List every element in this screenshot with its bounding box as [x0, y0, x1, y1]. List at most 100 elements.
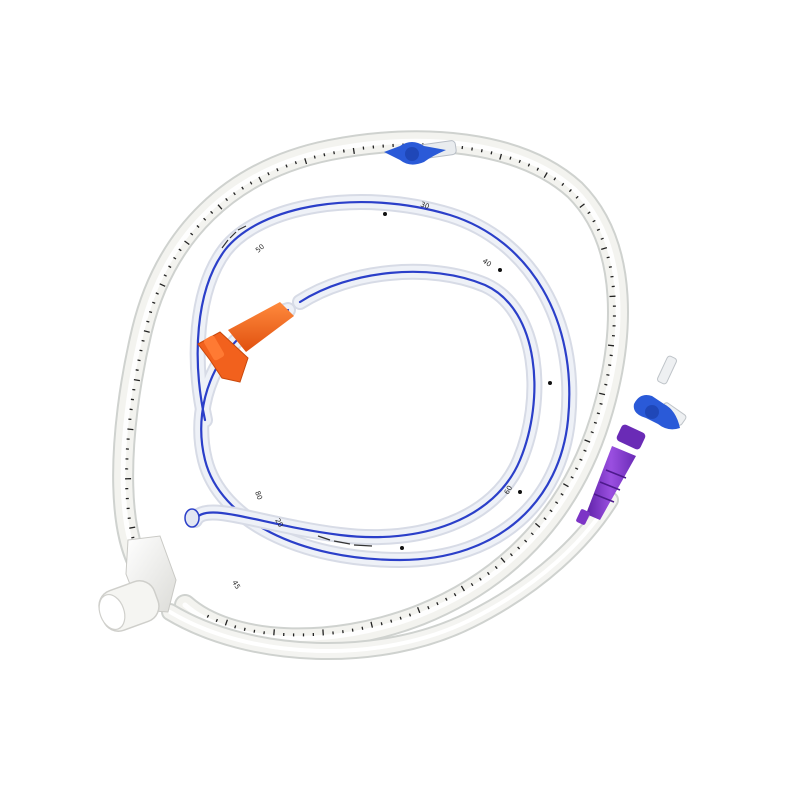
outer-tube-tick	[139, 349, 143, 352]
outer-tube-tick	[470, 582, 474, 587]
outer-tube-tick	[141, 339, 145, 342]
outer-tube-tick	[601, 246, 608, 251]
outer-tube-tick	[217, 204, 223, 210]
outer-tube-tick	[527, 163, 531, 167]
outer-tube-tick	[159, 283, 166, 287]
outer-tube-tick	[155, 292, 159, 295]
lower-tube	[161, 491, 619, 661]
outer-tube-tick	[606, 256, 610, 259]
inner-tube-dot	[383, 212, 387, 216]
outer-tube-tick	[342, 149, 345, 153]
luer-cap	[616, 424, 646, 450]
outer-tube-tick	[361, 626, 364, 630]
stopcock-tube-top	[657, 355, 677, 385]
outer-tube-tick	[152, 301, 156, 304]
outer-tube-tick	[480, 149, 483, 153]
outer-tube-tick	[524, 539, 528, 543]
outer-tube-tick	[137, 359, 141, 362]
outer-tube-tick	[509, 553, 513, 557]
outer-tube-tick	[543, 517, 547, 521]
outer-tube-tick	[168, 265, 172, 269]
outer-tube-tick	[579, 203, 585, 209]
luer-body	[586, 446, 636, 520]
outer-tube-tick	[241, 186, 244, 190]
outer-tube-tick	[579, 458, 583, 461]
outer-tube-tick	[352, 147, 355, 154]
outer-tube-tick	[234, 625, 237, 629]
outer-tube-tick	[380, 622, 383, 626]
outer-tube-tick	[599, 402, 603, 405]
outer-tube-tick	[131, 536, 135, 539]
inner-tube-dot	[400, 546, 404, 550]
luer-connector-icon	[576, 424, 646, 525]
outer-tube-tick	[267, 172, 270, 176]
outer-tube-tick	[184, 240, 190, 246]
inner-tube-label: 20	[273, 517, 284, 529]
outer-tube-tick	[596, 412, 600, 415]
outer-tube-tick	[285, 164, 288, 168]
outer-tube-tick	[427, 606, 430, 610]
stopcock-hub	[405, 147, 419, 161]
outer-tube-tick	[478, 577, 482, 581]
outer-tube-tick	[416, 607, 421, 614]
outer-tube-tick	[224, 619, 229, 626]
outer-tube-tick	[178, 248, 182, 252]
outer-tube-tick	[509, 156, 512, 160]
outer-tube-label: 45	[230, 579, 241, 591]
outer-tube-tick	[127, 428, 134, 431]
outer-tube-tick	[590, 431, 594, 434]
inner-tube-label: 80	[253, 490, 264, 501]
stopcock-hub	[645, 405, 659, 419]
outer-tube-tick	[536, 167, 539, 171]
outer-tube-tick	[490, 151, 493, 155]
outer-tube-tick	[608, 364, 612, 367]
outer-tube-tick	[592, 219, 596, 223]
outer-tube-tick	[351, 628, 354, 632]
outer-tube-tick	[568, 188, 572, 193]
outer-tube-tick	[233, 192, 236, 196]
inner-tube-outer-loop-fill	[191, 196, 576, 567]
inner-tube-print	[221, 225, 373, 547]
inner-tube-label: 60	[503, 484, 514, 496]
luer-tip	[576, 509, 590, 525]
luer-ribs	[593, 469, 627, 503]
outer-tube-tick	[323, 153, 326, 157]
outer-tube-tick	[583, 449, 587, 452]
inner-tube-inner-loop	[187, 263, 543, 546]
outer-tube-tick	[370, 621, 374, 628]
inner-tube: 50 40 30 20 80 60	[184, 194, 578, 569]
funnel-tab	[203, 335, 225, 361]
outer-tube-tick	[304, 158, 308, 165]
outer-tube-tick	[276, 168, 279, 172]
elbow-connector-icon	[98, 535, 177, 632]
outer-tube-tick	[534, 522, 541, 528]
outer-tube-tick	[460, 585, 465, 592]
outer-tube-tick	[135, 369, 139, 371]
outer-tube-tick	[399, 616, 402, 620]
outer-tube-tick	[215, 618, 218, 623]
outer-tube-tick	[333, 151, 335, 155]
outer-tube-tick	[471, 147, 473, 151]
inner-tube-outer-loop-stripe	[196, 200, 571, 562]
outer-tube-tick	[243, 627, 246, 631]
inner-tube-label: 30	[419, 200, 430, 211]
outer-tube-tick	[445, 597, 448, 601]
outer-tube-tick	[517, 546, 521, 550]
outer-tube-tick	[313, 155, 316, 159]
inner-tube-dot	[518, 490, 522, 494]
outer-tube-tick	[173, 256, 177, 260]
elbow-cap-end	[98, 593, 126, 631]
lower-tube-highlight	[168, 498, 612, 654]
outer-tube-tick	[604, 383, 608, 386]
outer-tube-tick	[149, 310, 153, 314]
inner-tube-label: 50	[254, 243, 266, 255]
outer-tube-tick	[560, 493, 564, 496]
outer-tube-tick	[530, 532, 534, 536]
outer-tube-tick	[453, 592, 457, 597]
stopcock-icon	[384, 140, 457, 165]
outer-tube-tick	[608, 266, 612, 268]
outer-tube-tick	[499, 153, 503, 160]
outer-tube-tick	[584, 439, 591, 443]
outer-tube-tick	[210, 210, 214, 214]
outer-tube-ticks	[125, 143, 616, 637]
